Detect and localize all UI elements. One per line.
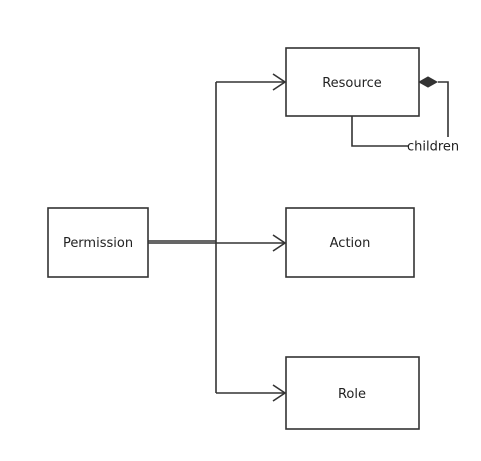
node-role-label: Role — [338, 387, 366, 402]
node-resource-box — [285, 47, 420, 117]
node-action[interactable]: Action — [285, 207, 415, 278]
node-action-label: Action — [330, 236, 371, 251]
arrowhead-resource — [272, 73, 287, 91]
edge-resource-children-return — [351, 116, 408, 147]
composition-diamond-icon — [417, 76, 439, 88]
node-role-box — [285, 356, 420, 430]
edges-group: children — [148, 73, 459, 402]
node-permission[interactable]: Permission — [47, 207, 149, 278]
arrowhead-action — [272, 234, 287, 252]
node-permission-box — [47, 207, 149, 278]
node-resource[interactable]: Resource — [285, 47, 420, 117]
node-permission-label: Permission — [63, 236, 133, 251]
node-role[interactable]: Role — [285, 356, 420, 430]
edge-label-children: children — [407, 140, 459, 155]
node-resource-label: Resource — [322, 76, 382, 91]
arrowhead-role — [272, 384, 287, 402]
edge-resource-children — [438, 81, 449, 137]
node-action-box — [285, 207, 415, 278]
